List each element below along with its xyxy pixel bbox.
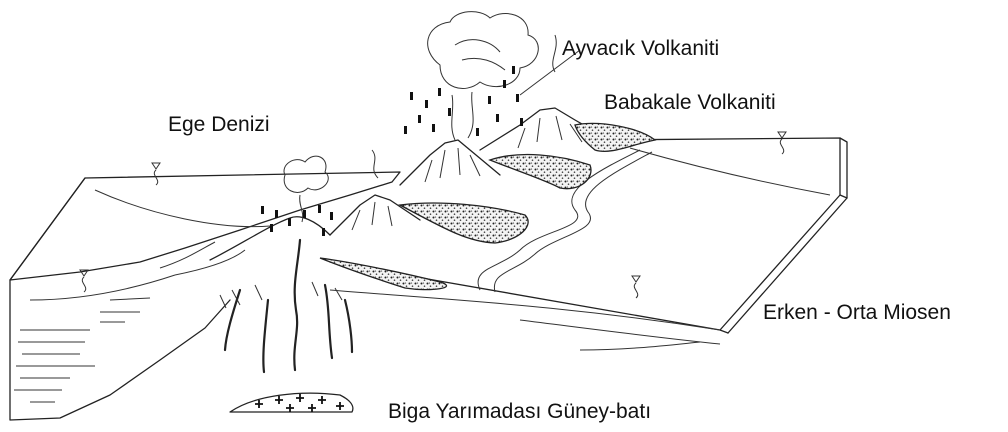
label-aegean-sea: Ege Denizi: [168, 114, 270, 135]
intrusion: [230, 393, 353, 412]
label-babakale-volcanics: Babakale Volkaniti: [604, 92, 776, 113]
label-early-middle-miocene: Erken - Orta Miosen: [763, 302, 951, 323]
ash-clouds: [284, 12, 580, 222]
water-ripples: [14, 298, 150, 402]
volcanic-deposits: [320, 123, 655, 289]
label-ayvacik-volcanics: Ayvacık Volkaniti: [562, 38, 719, 59]
sea-block: [10, 172, 400, 420]
label-biga-peninsula: Biga Yarımadası Güney-batı: [388, 401, 651, 422]
